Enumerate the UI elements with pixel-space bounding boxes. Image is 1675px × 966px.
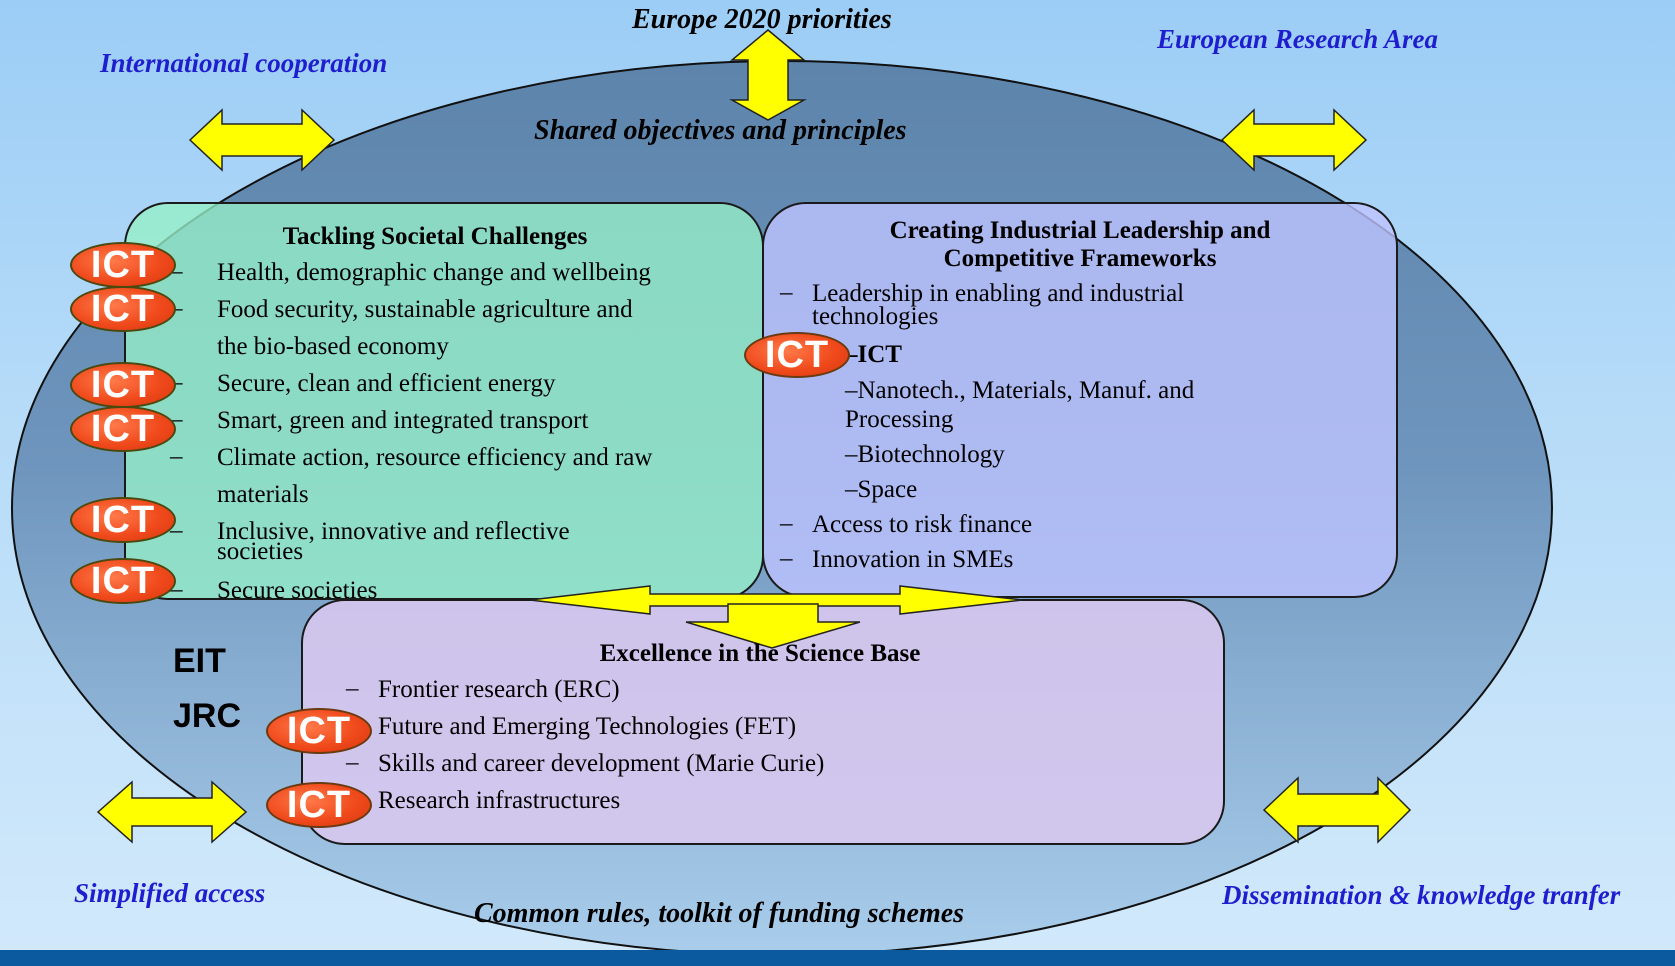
dissemination-label: Dissemination & knowledge tranfer bbox=[1222, 880, 1621, 910]
industrial-risk-finance: Access to risk finance bbox=[812, 511, 1033, 538]
ict-badge: ICT bbox=[70, 286, 176, 332]
simplified-access-label: Simplified access bbox=[74, 878, 266, 908]
shared-objectives-label: Shared objectives and principles bbox=[534, 115, 907, 146]
industrial-sub-bio: –Biotechnology bbox=[845, 441, 1005, 468]
footer-bar bbox=[0, 950, 1675, 966]
jrc-label: JRC bbox=[173, 697, 242, 735]
top-right-arrow bbox=[1220, 108, 1368, 172]
ict-badge: ICT bbox=[70, 362, 176, 408]
excellence-dash: – bbox=[346, 675, 359, 702]
excellence-item: Research infrastructures bbox=[378, 787, 621, 814]
excellence-item: Future and Emerging Technologies (FET) bbox=[378, 713, 797, 740]
europe-2020-label: Europe 2020 priorities bbox=[632, 4, 892, 35]
common-rules-label: Common rules, toolkit of funding schemes bbox=[474, 898, 965, 929]
industrial-sub-space: –Space bbox=[845, 476, 918, 503]
ict-badge: ICT bbox=[70, 242, 176, 288]
eit-label: EIT bbox=[173, 642, 226, 680]
societal-item: Food security, sustainable agriculture a… bbox=[217, 296, 633, 323]
industrial-sub-nano: –Nanotech., Materials, Manuf. and bbox=[845, 377, 1195, 404]
bottom-left-arrow bbox=[96, 780, 248, 844]
industrial-dash: – bbox=[780, 279, 793, 306]
societal-item: Health, demographic change and wellbeing bbox=[217, 259, 651, 286]
top-left-arrow bbox=[188, 108, 336, 172]
industrial-title-line1: Creating Industrial Leadership and bbox=[889, 217, 1271, 244]
societal-item: Inclusive, innovative and reflective bbox=[217, 518, 570, 545]
societal-title: Tackling Societal Challenges bbox=[282, 223, 588, 250]
societal-item: Secure, clean and efficient energy bbox=[217, 370, 556, 397]
center-horizontal-arrow bbox=[529, 585, 1023, 615]
ict-badge: ICT bbox=[266, 708, 372, 754]
industrial-leadership-line1: Leadership in enabling and industrial bbox=[812, 280, 1185, 307]
societal-item: societies bbox=[217, 538, 304, 565]
societal-item: Secure societies bbox=[217, 577, 378, 604]
ict-badge: ICT bbox=[744, 332, 850, 378]
ict-badge: ICT bbox=[70, 497, 176, 543]
industrial-sub-nano-cont: Processing bbox=[845, 406, 954, 433]
industrial-dash: – bbox=[780, 510, 793, 537]
ict-badge: ICT bbox=[70, 558, 176, 604]
societal-item: Climate action, resource efficiency and … bbox=[217, 444, 653, 471]
european-research-area-label: European Research Area bbox=[1157, 24, 1439, 54]
bottom-right-arrow bbox=[1262, 776, 1412, 844]
ict-badge: ICT bbox=[266, 782, 372, 828]
industrial-sub-ict: –ICT bbox=[845, 341, 902, 368]
vertical-arrow bbox=[729, 29, 807, 121]
international-cooperation-label: International cooperation bbox=[100, 48, 388, 78]
industrial-leadership-line2: technologies bbox=[812, 303, 939, 330]
societal-item: the bio-based economy bbox=[217, 333, 449, 360]
industrial-dash: – bbox=[780, 545, 793, 572]
excellence-title: Excellence in the Science Base bbox=[599, 640, 921, 667]
societal-item: materials bbox=[217, 481, 309, 508]
excellence-item: Skills and career development (Marie Cur… bbox=[378, 750, 825, 777]
center-down-arrow bbox=[685, 603, 861, 649]
excellence-dash: – bbox=[346, 749, 359, 776]
societal-challenges-box bbox=[124, 202, 764, 600]
industrial-leadership-box bbox=[762, 202, 1398, 598]
ict-badge: ICT bbox=[70, 406, 176, 452]
societal-item: Smart, green and integrated transport bbox=[217, 407, 589, 434]
excellence-item: Frontier research (ERC) bbox=[378, 676, 620, 703]
industrial-title-line2: Competitive Frameworks bbox=[943, 245, 1217, 272]
industrial-smes: Innovation in SMEs bbox=[812, 546, 1014, 573]
societal-dash: – bbox=[170, 443, 183, 470]
